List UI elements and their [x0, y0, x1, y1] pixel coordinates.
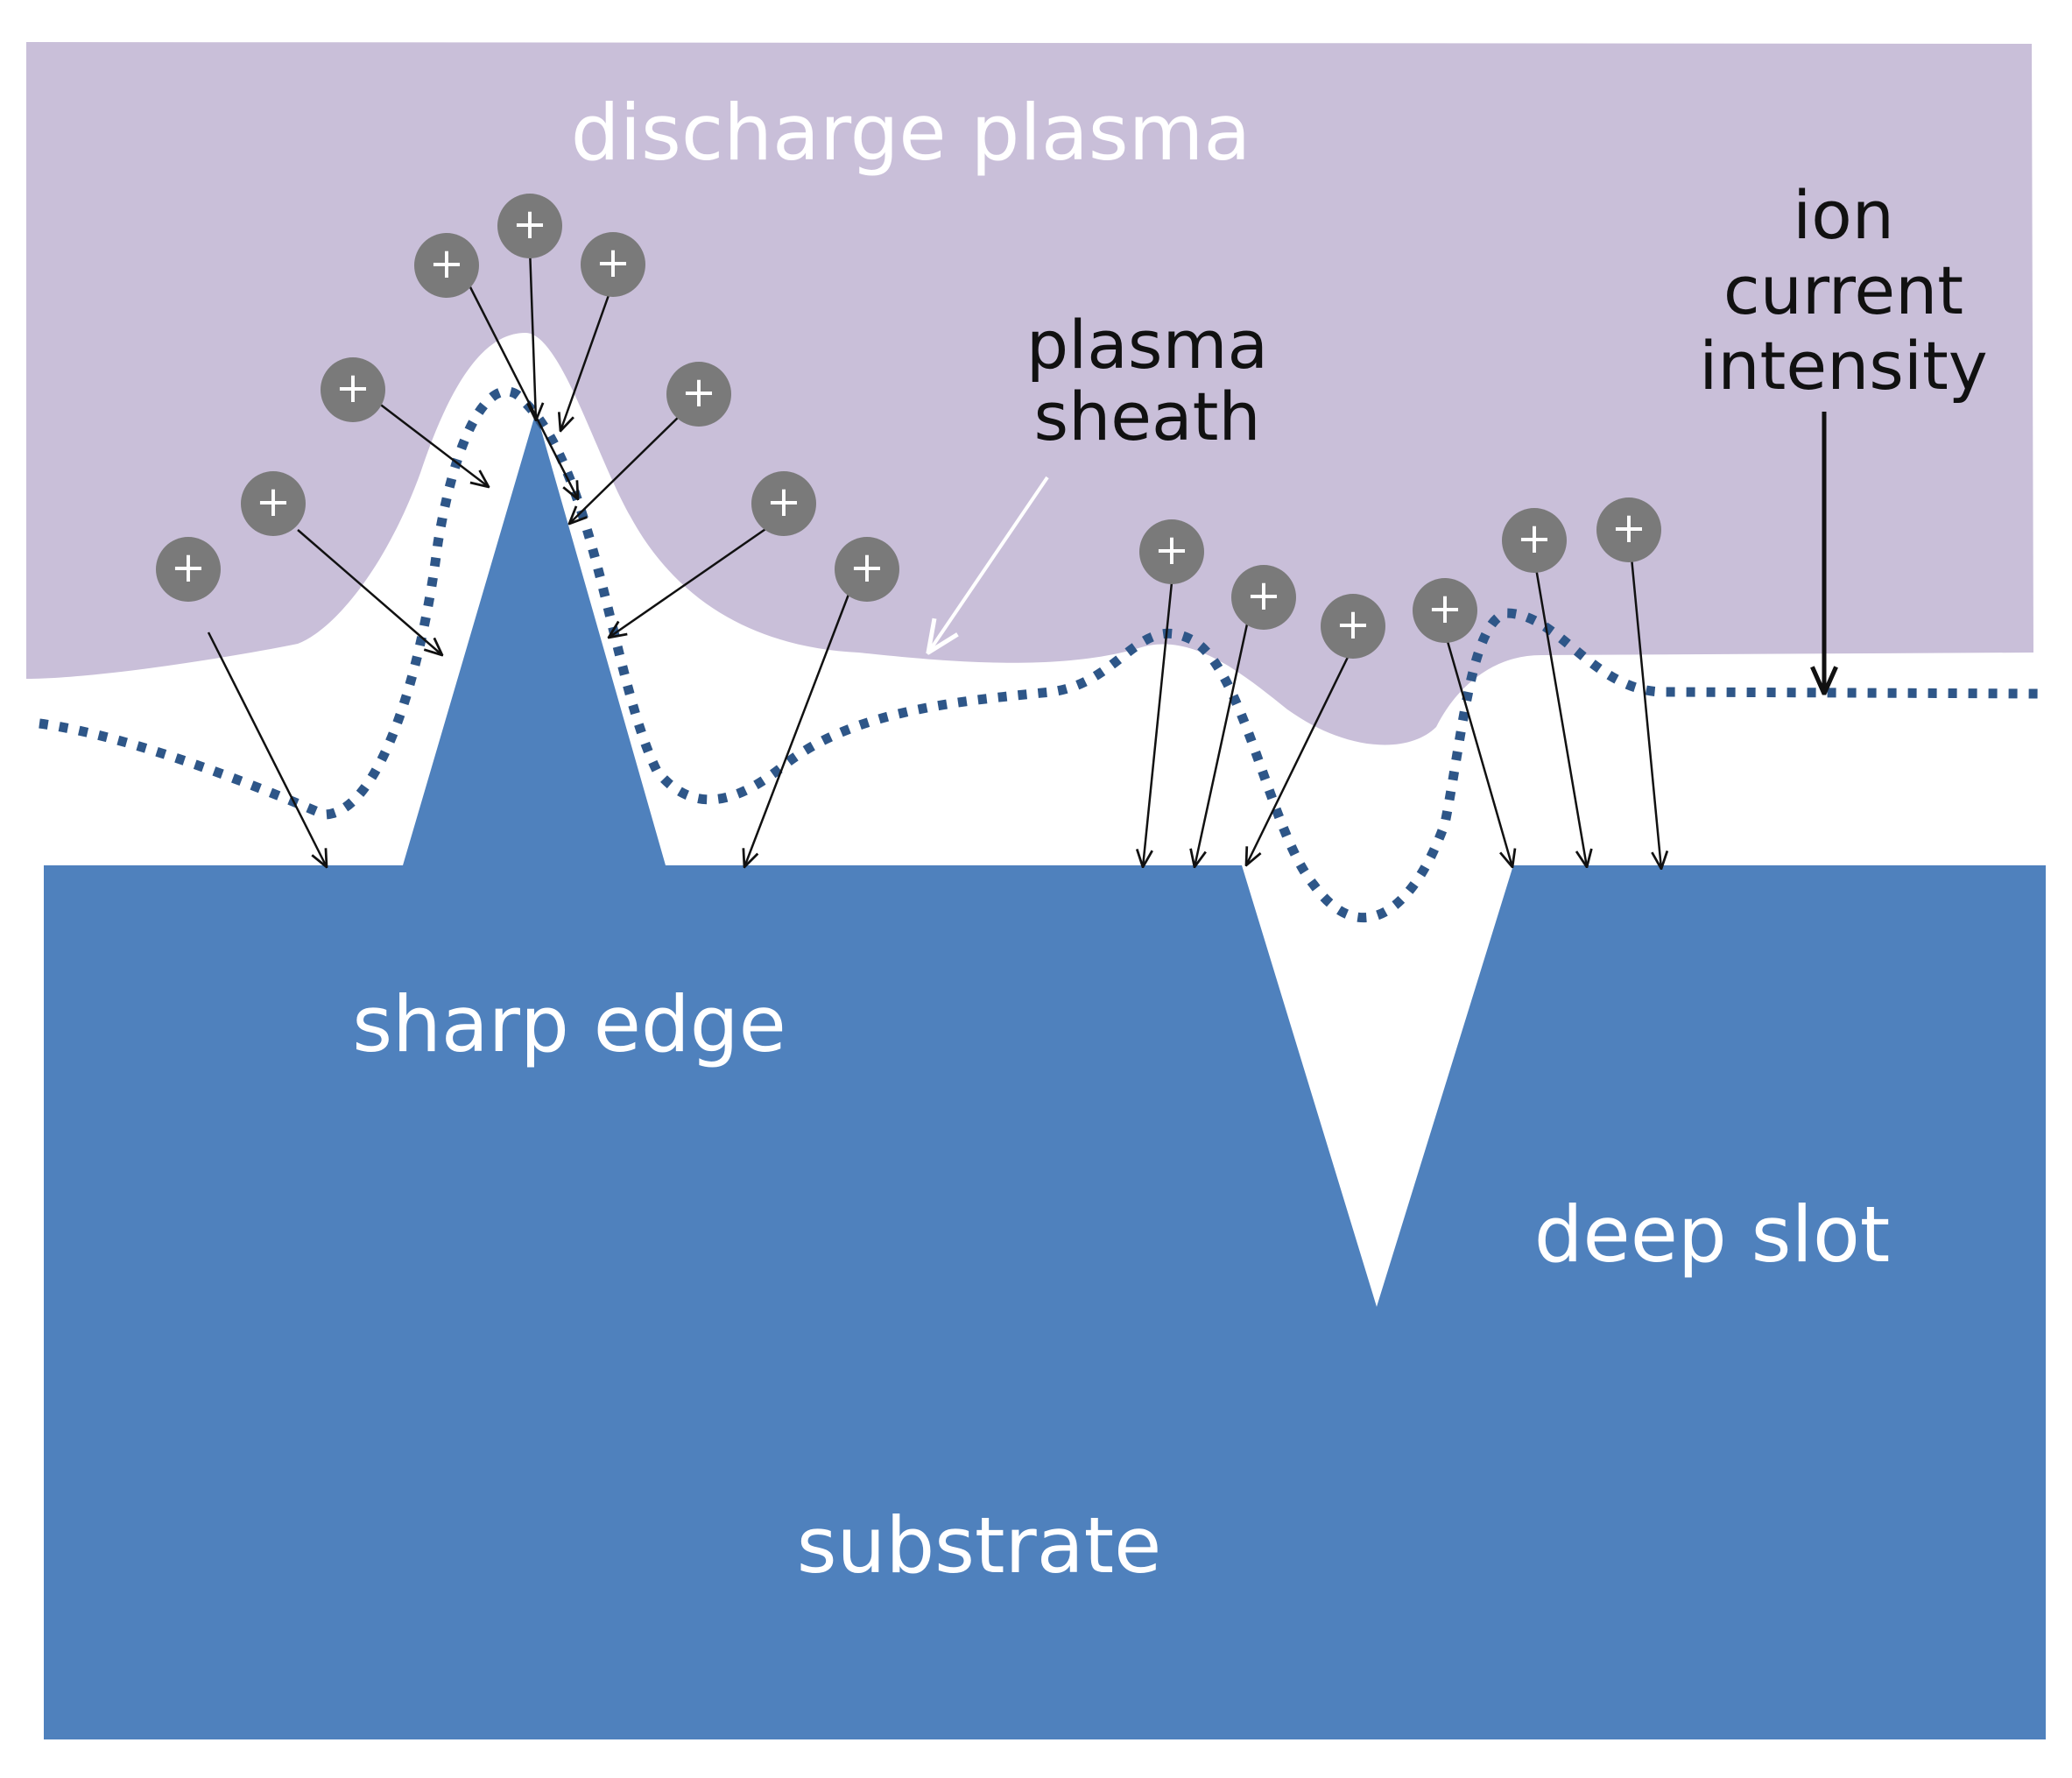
sharp-edge-label: sharp edge: [352, 979, 786, 1069]
ion: +: [1139, 519, 1204, 584]
ion-current-label-line3: intensity: [1699, 327, 1988, 405]
ion-symbol: +: [1611, 504, 1646, 553]
ion-trajectory: [744, 591, 851, 867]
ion-trajectory: [207, 631, 327, 867]
substrate-label: substrate: [797, 1500, 1162, 1591]
deep-slot-label: deep slot: [1534, 1189, 1891, 1280]
ion-group: + + + + + + + +: [156, 194, 1661, 659]
ion-trajectory: [609, 524, 772, 638]
ion-symbol: +: [512, 200, 547, 249]
ion: +: [321, 357, 385, 422]
ion-symbol: +: [1517, 514, 1552, 563]
ion: +: [156, 537, 221, 602]
ion-symbol: +: [1427, 584, 1462, 633]
ion-symbol: +: [1246, 571, 1281, 620]
ion-symbol: +: [849, 543, 884, 592]
ion-trajectory: [1629, 547, 1661, 869]
ion-current-intensity-curve: [39, 386, 2041, 923]
ion-trajectory: [1143, 582, 1173, 867]
ion-symbol: +: [681, 368, 716, 417]
ion-trajectory: [1533, 557, 1587, 867]
plasma-label: discharge plasma: [571, 88, 1251, 178]
ion: +: [414, 233, 479, 298]
ion: +: [581, 232, 645, 297]
ion: +: [835, 537, 899, 602]
ion-trajectory: [560, 294, 610, 431]
ion: +: [241, 471, 306, 536]
ion-trajectories: [207, 247, 1661, 869]
ion: +: [1502, 508, 1567, 573]
ion-symbol: +: [256, 477, 291, 526]
ion: +: [751, 471, 816, 536]
ion-symbol: +: [171, 543, 206, 592]
ion-trajectory: [569, 412, 684, 524]
ion-trajectory: [1443, 631, 1512, 867]
ion-symbol: +: [1336, 600, 1371, 649]
ion-symbol: +: [429, 239, 464, 288]
ion-current-label-line1: ion: [1793, 176, 1894, 254]
ion: +: [1231, 565, 1296, 630]
ion-symbol: +: [596, 238, 631, 287]
ion-trajectory: [297, 529, 442, 655]
substrate-block: [44, 412, 2046, 1739]
ion-trajectory: [1246, 646, 1355, 865]
plasma-sheath-label-line2: sheath: [1033, 377, 1260, 455]
ion: +: [1413, 578, 1477, 643]
ion: +: [1321, 594, 1385, 659]
ion-trajectory: [530, 247, 536, 420]
ion-trajectory: [1195, 619, 1250, 867]
plasma-sheath-label-line1: plasma: [1026, 306, 1268, 384]
ion-symbol: +: [335, 363, 370, 413]
ion-symbol: +: [766, 477, 801, 526]
ion: +: [497, 194, 562, 258]
ion-trajectory: [377, 402, 489, 487]
plasma-sheath-pointer: [928, 476, 1049, 653]
ion-symbol: +: [1154, 526, 1189, 575]
ion-trajectory: [465, 279, 578, 499]
ion: +: [666, 362, 731, 427]
ion: +: [1596, 497, 1661, 562]
ion-current-label-line2: current: [1723, 251, 1963, 329]
